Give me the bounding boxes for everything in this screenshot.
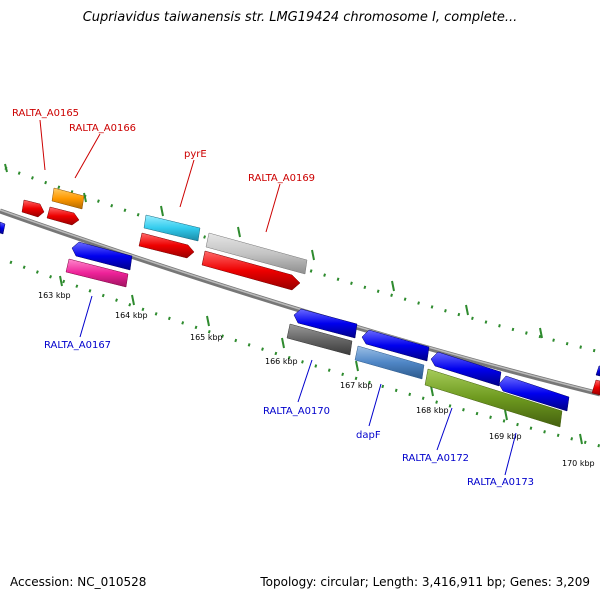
- accession-text: Accession: NC_010528: [10, 575, 147, 589]
- leader-line-RALTA_A0173: [504, 432, 517, 476]
- leader-line-RALTA_A0169: [265, 183, 281, 233]
- tick-label-163kbp: 163 kbp: [38, 291, 71, 300]
- tick-label-164kbp: 164 kbp: [115, 311, 148, 320]
- tick-label-166kbp: 166 kbp: [265, 357, 298, 366]
- tick-label-170kbp: 170 kbp: [562, 459, 595, 468]
- gene-arrow-pyrE[interactable]: [143, 214, 201, 242]
- upper-dotted-track: [4, 163, 600, 354]
- gene-arrow-RALTA_A0166[interactable]: [51, 187, 85, 210]
- gene-arrow-RALTA_A0173[interactable]: [498, 375, 570, 412]
- gene-arrow-RALTA_A0170[interactable]: [286, 323, 353, 356]
- lower-dotted-track: [9, 260, 600, 448]
- gene-label-dapF[interactable]: dapF: [356, 430, 381, 441]
- tick-label-169kbp: 169 kbp: [489, 432, 522, 441]
- gene-label-pyrE[interactable]: pyrE: [184, 149, 207, 160]
- gene-label-RALTA_A0172[interactable]: RALTA_A0172: [402, 453, 469, 464]
- leader-line-RALTA_A0170: [297, 359, 313, 403]
- gene-arrow-RALTA_A0167[interactable]: [65, 258, 129, 288]
- gene-arrow-RALTA_A0169[interactable]: [205, 232, 308, 275]
- gene-label-RALTA_A0173[interactable]: RALTA_A0173: [467, 477, 534, 488]
- tick-label-165kbp: 165 kbp: [190, 333, 223, 342]
- gene-label-RALTA_A0166[interactable]: RALTA_A0166: [69, 123, 136, 134]
- topology-text: Topology: circular; Length: 3,416,911 bp…: [260, 575, 590, 589]
- gene-label-RALTA_A0165[interactable]: RALTA_A0165: [12, 108, 79, 119]
- gene-arrow-blue-RALTA_A0172-upper[interactable]: [430, 351, 502, 387]
- tick-label-167kbp: 167 kbp: [340, 381, 373, 390]
- map-title: Cupriavidus taiwanensis str. LMG19424 ch…: [82, 10, 518, 25]
- gene-arrow-blue-dapF-upper[interactable]: [361, 329, 430, 362]
- gene-arrow-RALTA_A0165[interactable]: [46, 206, 80, 226]
- tick-label-168kbp: 168 kbp: [416, 406, 449, 415]
- gene-label-RALTA_A0170[interactable]: RALTA_A0170: [263, 406, 330, 417]
- gene-arrow-red-long[interactable]: [201, 250, 301, 291]
- gene-arrow-blue-center[interactable]: [293, 308, 358, 339]
- leader-line-RALTA_A0166: [74, 133, 101, 179]
- gene-arrow-red-right-edge[interactable]: [591, 379, 600, 396]
- leader-line-pyrE: [179, 159, 195, 208]
- leader-line-RALTA_A0172: [436, 407, 453, 451]
- leader-line-RALTA_A0167: [79, 295, 93, 338]
- leader-line-RALTA_A0165: [39, 119, 46, 171]
- gene-label-RALTA_A0169[interactable]: RALTA_A0169: [248, 173, 315, 184]
- gene-arrow-blue-upper-left[interactable]: [71, 241, 133, 271]
- gene-arrow-dapF[interactable]: [354, 345, 425, 380]
- gene-arrow-blue-right-edge[interactable]: [595, 365, 600, 377]
- gene-arrow-red-mid[interactable]: [138, 232, 195, 259]
- gene-arrow-RALTA_A0172[interactable]: [424, 368, 563, 428]
- gene-label-RALTA_A0167[interactable]: RALTA_A0167: [44, 340, 111, 351]
- gene-arrow-red-left-edge[interactable]: [21, 199, 45, 218]
- gene-arrow-blue-left-edge[interactable]: [0, 221, 6, 235]
- leader-line-dapF: [368, 383, 382, 427]
